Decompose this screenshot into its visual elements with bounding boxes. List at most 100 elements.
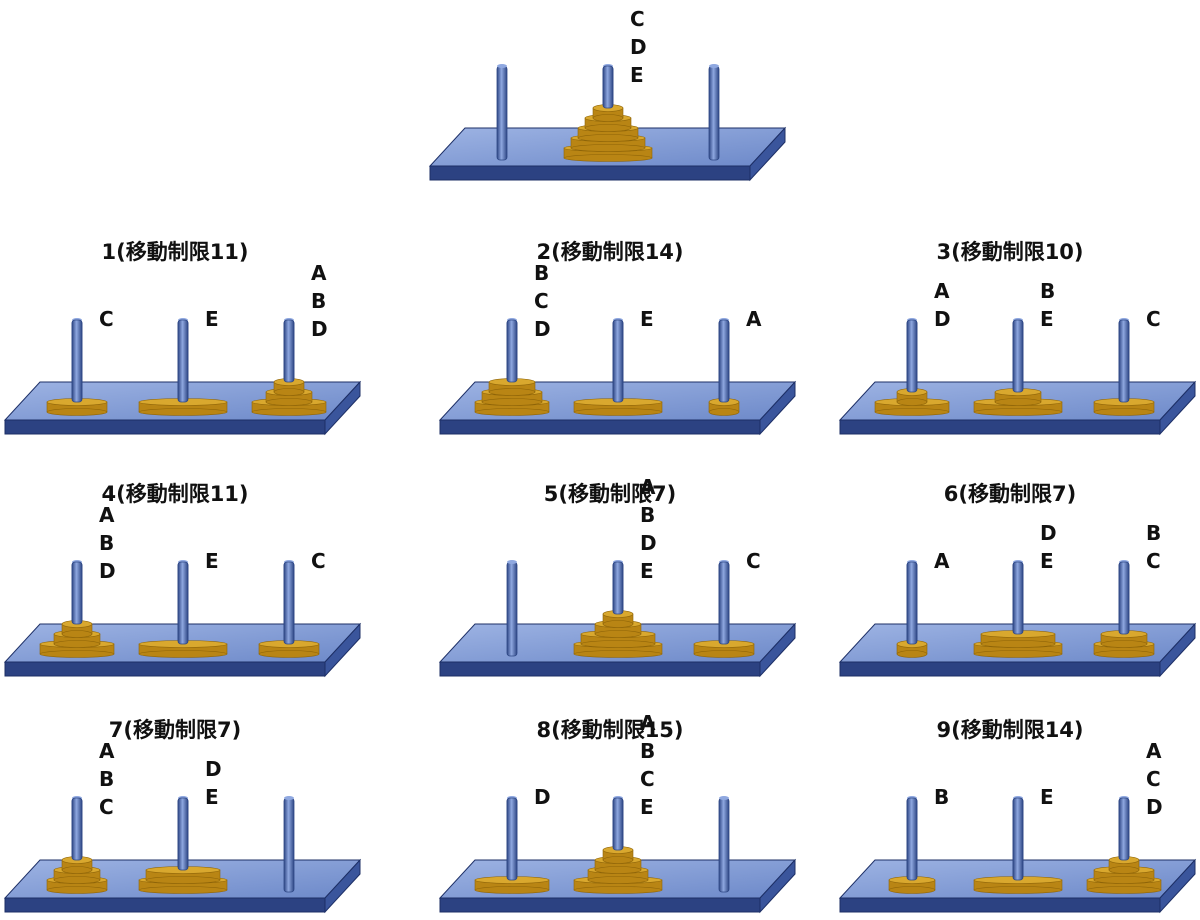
puzzle-puzzles.4 [438,560,797,678]
disk-label: D [640,531,657,555]
peg-cap [507,560,517,564]
peg-upper [1118,319,1130,403]
board-side [324,380,361,436]
disk-D [874,398,950,416]
board-front [429,165,751,181]
disk-label: A [99,739,115,763]
disk-label: C [311,549,326,573]
peg-upper [1012,797,1024,881]
board-side [749,126,786,182]
board-side [324,622,361,678]
board-side [1159,622,1196,678]
board-side [759,858,796,914]
disk-label: A [746,307,762,331]
puzzle-puzzles.6 [3,796,362,914]
puzzle-title: 6(移動制限7) [943,482,1077,506]
puzzle-start [428,64,787,182]
peg-upper [71,319,83,403]
puzzle-title: 4(移動制限11) [101,482,249,506]
puzzle-title: 1(移動制限11) [101,240,249,264]
puzzle-title: 5(移動制限7) [543,482,677,506]
disk-label: A [640,711,656,735]
disk-label: E [640,795,654,819]
disk-label: A [934,279,950,303]
disk-label: C [99,307,114,331]
disk-label: B [99,767,115,791]
peg-3 [718,797,730,893]
disk-label: B [311,289,327,313]
puzzle-puzzles.1 [438,318,797,436]
peg-1 [506,561,518,657]
puzzle-puzzles.0 [3,318,362,436]
disk-label: D [934,307,951,331]
peg-upper [177,797,189,871]
disk-E [138,398,228,416]
peg-cap [284,796,294,800]
disk-label: C [1146,307,1161,331]
disk-label: E [1040,549,1054,573]
board-front [839,419,1161,435]
board-side [1159,858,1196,914]
peg-cap [497,64,507,68]
board-front [4,661,326,677]
peg-upper [177,319,189,403]
peg-upper [718,561,730,645]
disk-label: A [99,503,115,527]
puzzle-puzzles.7 [438,796,797,914]
peg-upper [1118,561,1130,635]
disk-label: E [640,307,654,331]
disk-label: C [630,7,645,31]
disk-C [693,640,755,658]
puzzle-puzzles.3 [3,560,362,678]
disk-label: B [99,531,115,555]
puzzle-title: 9(移動制限14) [936,718,1084,742]
puzzle-title: 7(移動制限7) [108,718,242,742]
disk-label: E [205,785,219,809]
disk-label: B [934,785,950,809]
disk-label: C [99,795,114,819]
peg-upper [506,797,518,881]
peg-upper [1012,561,1024,635]
board-side [324,858,361,914]
peg-1 [496,65,508,161]
disk-label: A [934,549,950,573]
disk-D [980,630,1056,648]
board-front [439,661,761,677]
disk-label: E [630,63,644,87]
peg-upper [1118,797,1130,861]
puzzle-title: 2(移動制限14) [536,240,684,264]
puzzle-title: 3(移動制限10) [936,240,1084,264]
disk-label: B [630,0,654,2]
puzzle-puzzles.8 [838,796,1197,914]
peg-3 [283,797,295,893]
disk-label: D [99,559,116,583]
disk-label: A [1146,739,1162,763]
peg-upper [906,797,918,881]
disk-label: A [311,261,327,285]
disk-label: A [640,475,656,499]
peg-upper [283,561,295,645]
board-side [759,380,796,436]
disk-label: D [1040,521,1057,545]
disk-label: C [746,549,761,573]
disk-label: B [1146,521,1162,545]
peg-upper [1012,319,1024,393]
board-front [839,661,1161,677]
disk-label: C [1146,549,1161,573]
disk-label: D [630,35,647,59]
board-front [439,419,761,435]
disk-label: E [205,307,219,331]
peg-upper [506,319,518,383]
board-side [1159,380,1196,436]
board-front [4,897,326,913]
disk-label: D [534,317,551,341]
peg-upper [718,319,730,403]
disk-label: E [640,559,654,583]
puzzle-title: 8(移動制限15) [536,718,684,742]
peg-upper [177,561,189,645]
disk-E [573,398,663,416]
peg-upper [906,319,918,393]
disk-label: B [640,739,656,763]
